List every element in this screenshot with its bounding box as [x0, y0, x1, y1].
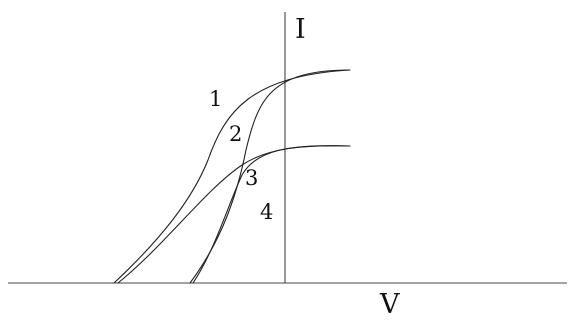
curve-1 — [113, 69, 351, 284]
y-axis-label: I — [295, 14, 306, 45]
curve-label-1: 1 — [209, 87, 222, 111]
curve-2 — [189, 69, 351, 284]
curve-label-2: 2 — [229, 122, 242, 146]
curve-4 — [192, 145, 351, 284]
x-axis-label: V — [379, 289, 400, 320]
curve-3 — [117, 145, 351, 284]
curve-label-4: 4 — [260, 200, 273, 224]
curve-label-3: 3 — [245, 166, 258, 190]
